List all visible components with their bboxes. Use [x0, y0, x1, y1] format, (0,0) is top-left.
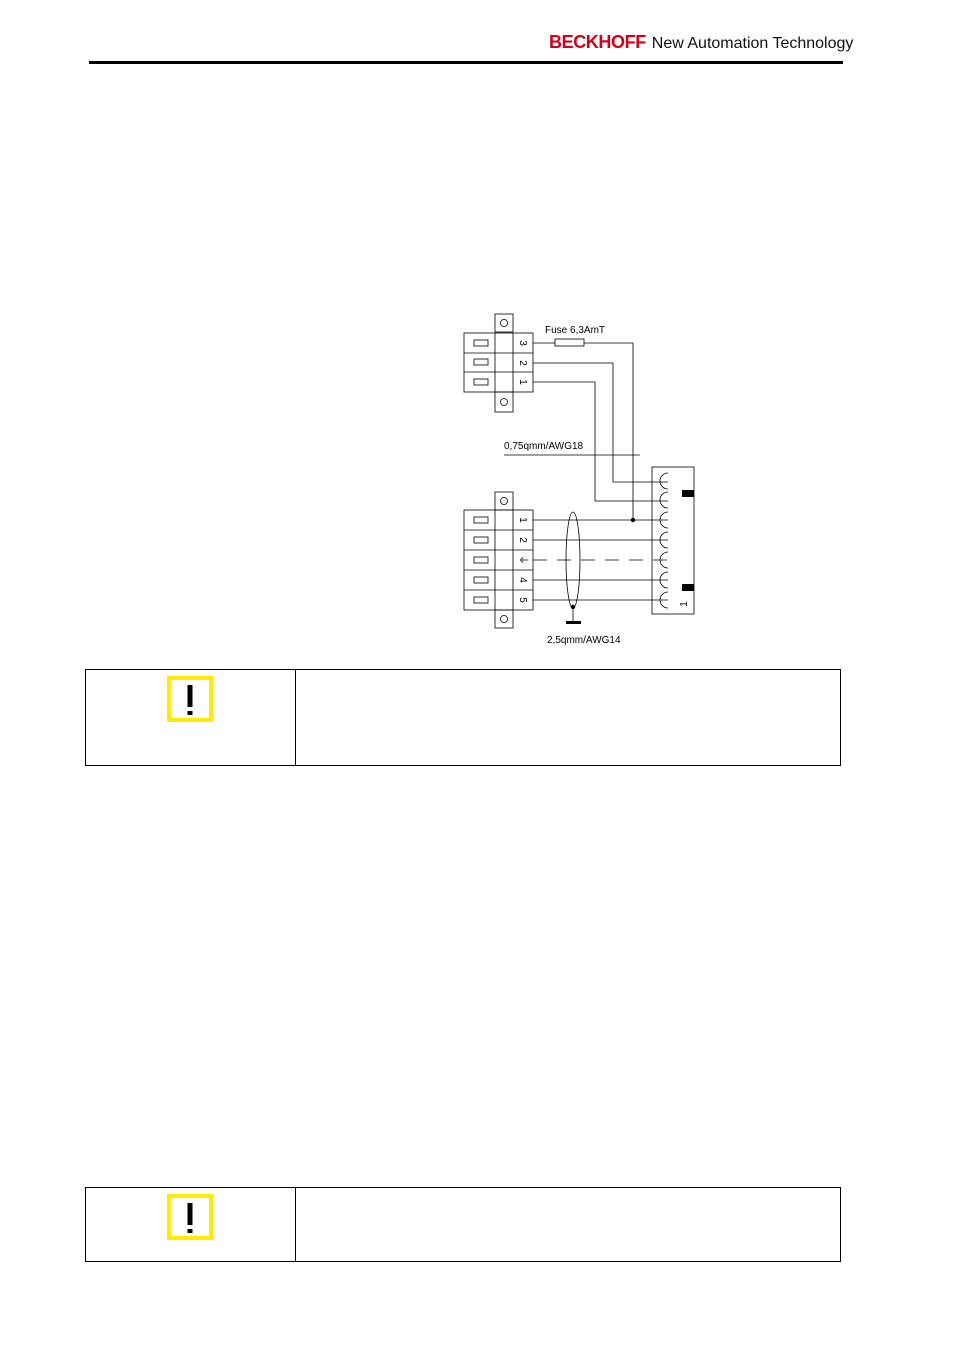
attention-icon	[167, 676, 213, 722]
terminal-block	[651, 466, 695, 615]
top-pin-2: 2	[517, 360, 528, 366]
note-text	[296, 1188, 840, 1261]
fuse-label: Fuse 6,3AmT	[545, 325, 605, 336]
top-pin-1: 1	[517, 379, 528, 385]
bottom-pin-1: 1	[517, 517, 528, 523]
bottom-pin-5: 5	[517, 597, 528, 603]
bottom-pin-4: 4	[517, 577, 528, 583]
wiring-diagram: Fuse 6,3AmT 0,75qmm/AWG18 2,5qmm/AWG14 3…	[463, 313, 695, 646]
coding-key-lower	[682, 584, 694, 591]
brand-name: BECKHOFF	[549, 32, 646, 52]
top-connector	[463, 313, 534, 413]
attention-icon	[167, 1194, 213, 1240]
header-logo: BECKHOFF New Automation Technology	[549, 31, 853, 55]
attention-note-1	[85, 669, 841, 766]
brand-tagline: New Automation Technology	[651, 35, 854, 52]
bottom-pin-2: 2	[517, 537, 528, 543]
bottom-connector	[463, 491, 534, 629]
note-icon-cell	[86, 1188, 296, 1261]
top-pin-3: 3	[517, 340, 528, 346]
note-icon-cell	[86, 670, 296, 765]
note-text	[296, 670, 840, 765]
terminal-pin-1: 1	[679, 601, 690, 607]
wire-gauge-bottom-label: 2,5qmm/AWG14	[547, 635, 621, 646]
fuse-symbol	[554, 338, 585, 347]
coding-key-upper	[682, 490, 694, 497]
wire-gauge-top-label: 0,75qmm/AWG18	[504, 441, 584, 452]
header-rule	[89, 61, 843, 64]
attention-note-2	[85, 1187, 841, 1262]
ground-bar	[566, 621, 581, 624]
bottom-pin-pe: ⏚	[517, 555, 529, 565]
